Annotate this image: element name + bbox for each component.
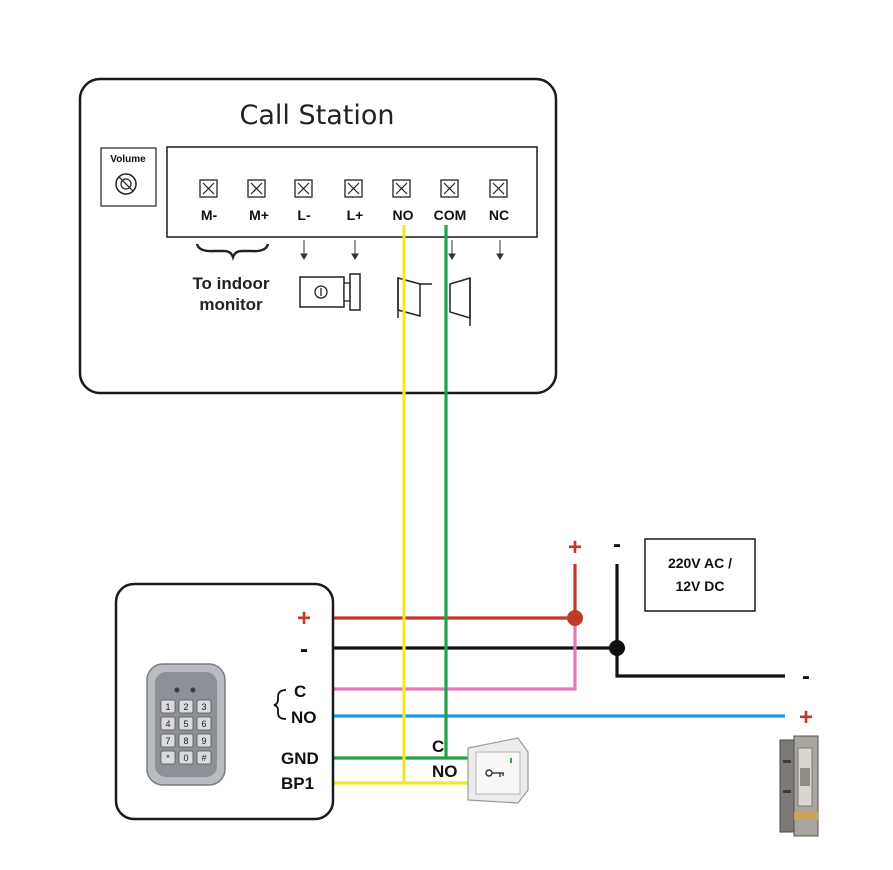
svg-text:8: 8 (183, 736, 188, 746)
volume-control[interactable]: Volume (100, 147, 157, 207)
call-station-title: Call Station (240, 100, 395, 131)
supply-voltage-line1: 220V AC / (668, 555, 732, 571)
keypad-no-label: NO (291, 708, 317, 727)
indoor-monitor-label-line1: To indoor (192, 274, 269, 293)
exit-button-no-label: NO (432, 762, 458, 781)
svg-text:9: 9 (201, 736, 206, 746)
svg-text:3: 3 (201, 702, 206, 712)
terminal-label: COM (434, 207, 467, 223)
volume-knob-icon (115, 173, 137, 195)
terminal-l-minus: L- (294, 179, 313, 223)
supply-plus-label: + (568, 534, 582, 561)
svg-text:#: # (201, 753, 206, 763)
keypad-bp1-label: BP1 (281, 774, 314, 793)
keypad-controller: 1 2 3 4 5 6 7 8 9 * 0 (114, 582, 335, 821)
wires (333, 225, 785, 785)
electric-strike-icon (779, 735, 819, 837)
lock-minus-label: - (802, 663, 810, 690)
key-icon (485, 769, 504, 777)
keypad-gnd-label: GND (281, 749, 319, 768)
supply-minus-label: - (613, 531, 621, 558)
supply-voltage-line2: 12V DC (675, 578, 724, 594)
terminal-m-plus: M+ (247, 179, 269, 223)
svg-text:7: 7 (165, 736, 170, 746)
terminal-no: NO (392, 179, 414, 223)
wire-red (333, 564, 577, 620)
terminal-leads (300, 240, 504, 260)
svg-text:5: 5 (183, 719, 188, 729)
wire-black-supply (615, 564, 785, 678)
terminal-l-plus: L+ (344, 179, 364, 223)
svg-text:6: 6 (201, 719, 206, 729)
indoor-brace (195, 243, 270, 261)
terminal-label: M+ (249, 207, 269, 223)
wire-pink (333, 618, 577, 691)
terminal-label: NC (489, 207, 509, 223)
terminal-label: L+ (347, 207, 364, 223)
electric-strike: - + (779, 663, 819, 837)
terminal-label: M- (201, 207, 218, 223)
power-supply: + - 220V AC / 12V DC (568, 531, 756, 612)
call-station: Call Station Volume M- M+ (78, 77, 558, 395)
volume-label: Volume (110, 154, 146, 165)
keypad-device-icon: 1 2 3 4 5 6 7 8 9 * 0 (146, 663, 226, 786)
terminal-m-minus: M- (199, 179, 218, 223)
junction-dot-black (609, 640, 625, 656)
svg-text:*: * (166, 753, 170, 763)
junction-dot-red (567, 610, 583, 626)
keypad-minus-label: - (300, 636, 308, 663)
exit-button-c-label: C (432, 737, 444, 756)
lock-cylinder-icon (299, 273, 361, 311)
terminal-label: NO (393, 207, 414, 223)
terminal-label: L- (297, 207, 311, 223)
keypad-c-label: C (294, 682, 306, 701)
indoor-monitor-label-line2: monitor (199, 295, 263, 314)
supply-box (644, 538, 756, 612)
terminal-com: COM (434, 179, 467, 223)
svg-text:0: 0 (183, 753, 188, 763)
relay-brace (273, 689, 287, 720)
keypad-keys: 1 2 3 4 5 6 7 8 9 * 0 (160, 699, 212, 765)
svg-text:1: 1 (165, 702, 170, 712)
exit-button: C NO (432, 737, 529, 804)
svg-text:4: 4 (165, 719, 170, 729)
terminal-nc: NC (489, 179, 509, 223)
svg-text:2: 2 (183, 702, 188, 712)
keypad-plus-label: + (297, 605, 311, 632)
lock-plus-label: + (799, 704, 813, 731)
